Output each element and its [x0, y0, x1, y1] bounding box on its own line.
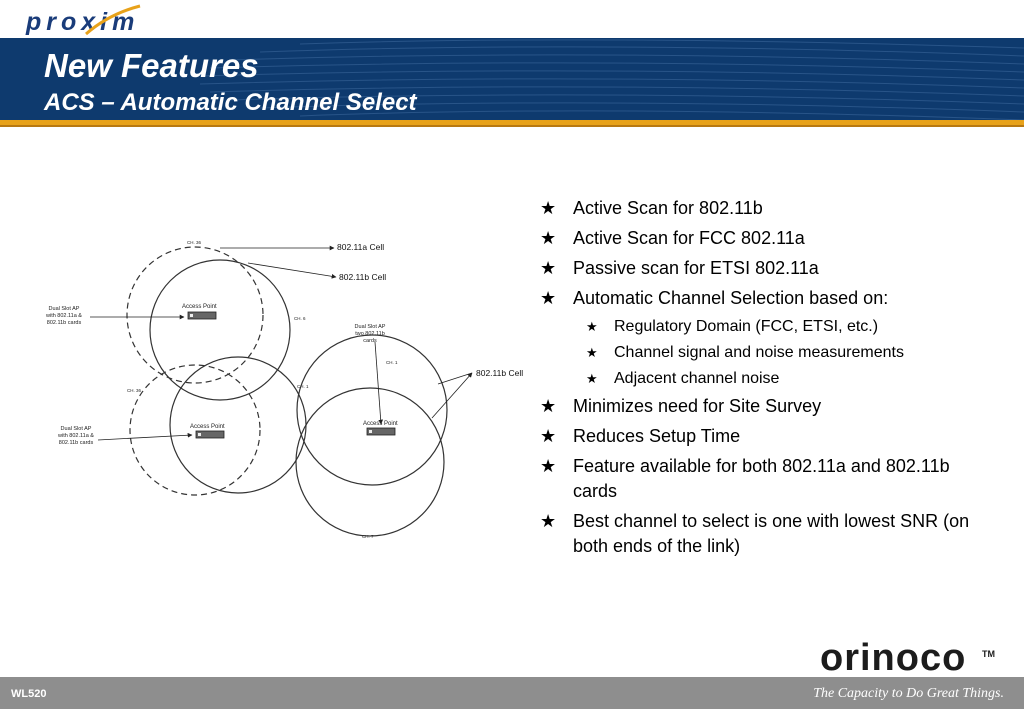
star-icon: ★ — [586, 345, 598, 360]
cell-b-right-1 — [296, 334, 448, 486]
ap-desc-2-line-1: Dual Slot AP — [355, 324, 386, 330]
channel-label-6: CH. 6 — [294, 316, 306, 321]
bullet-item: ★ Best channel to select is one with lowe… — [540, 509, 980, 559]
access-point-3 — [366, 427, 396, 436]
bullet-text: Active Scan for 802.11b — [573, 198, 763, 218]
footer-bar — [0, 677, 1024, 709]
slide-subtitle: ACS – Automatic Channel Select — [44, 89, 417, 116]
title-band — [0, 38, 1024, 120]
ap-label-2: Access Point — [190, 424, 225, 430]
star-icon: ★ — [540, 426, 557, 446]
bullet-item: ★ Reduces Setup Time — [540, 424, 980, 449]
channel-label-1-mid: CH. 1 — [297, 384, 309, 389]
bullet-text: Regulatory Domain (FCC, ETSI, etc.) — [614, 318, 879, 335]
channel-label-36-top: CH. 36 — [187, 240, 202, 245]
channel-label-7: CH. 7 — [362, 534, 374, 539]
cell-label-a: 802.11a Cell — [337, 242, 384, 252]
star-icon: ★ — [540, 228, 557, 248]
ap-label-3: Access Point — [363, 421, 398, 427]
channel-label-36-left: CH. 36 — [127, 388, 142, 393]
orinoco-logo: orinoco — [820, 637, 967, 679]
bullet-item: ★ Passive scan for ETSI 802.11a — [540, 256, 980, 281]
star-icon: ★ — [540, 288, 557, 308]
channel-diagram: 802.11a Cell 802.11b Cell 802.11b Cell A… — [45, 240, 523, 539]
ap-label-1: Access Point — [182, 304, 217, 310]
bullet-text: Reduces Setup Time — [573, 426, 741, 446]
bullet-item: ★ Automatic Channel Selection based on: — [540, 286, 980, 311]
slide-title: New Features — [44, 47, 259, 84]
logo-bar: proxim — [0, 0, 1024, 38]
ap-desc-2-line-3: cards — [363, 338, 377, 344]
channel-label-1-right: CH. 1 — [386, 360, 398, 365]
ap-desc-1-line-3: 802.11b cards — [47, 320, 82, 326]
ap-desc-3-line-3: 802.11b cards — [59, 440, 94, 446]
header-accent-rule-shadow — [0, 125, 1024, 127]
cell-label-b-right: 802.11b Cell — [476, 368, 523, 378]
ap-desc-1-line-1: Dual Slot AP — [49, 306, 80, 312]
bullet-text: Passive scan for ETSI 802.11a — [573, 258, 819, 278]
cell-b-right-2 — [295, 387, 445, 537]
bullet-text: Channel signal and noise measurements — [614, 344, 904, 361]
header-accent-rule — [0, 120, 1024, 125]
proxim-swoosh-icon — [85, 4, 141, 36]
cell-label-b-top: 802.11b Cell — [339, 272, 386, 282]
feature-list: ★ Active Scan for 802.11b ★ Active Scan for… — [540, 196, 980, 564]
star-icon: ★ — [540, 198, 557, 218]
star-icon: ★ — [540, 258, 557, 278]
ap-desc-2-line-2: two 802.11b — [355, 331, 385, 337]
bullet-text: Automatic Channel Selection based on: — [573, 288, 889, 308]
trademark-mark: TM — [982, 649, 995, 659]
access-point-2 — [195, 430, 225, 439]
bullet-item: ★ Minimizes need for Site Survey — [540, 394, 980, 419]
star-icon: ★ — [586, 371, 598, 386]
bullet-text: Feature available for both 802.11a and 8… — [573, 456, 950, 501]
wave-pattern — [199, 39, 1024, 120]
bullet-item: ★ Feature available for both 802.11a and … — [540, 454, 980, 504]
bullet-text: Minimizes need for Site Survey — [573, 396, 822, 416]
bullet-text: Adjacent channel noise — [614, 370, 780, 387]
bullet-item: ★ Regulatory Domain (FCC, ETSI, etc.) — [540, 316, 980, 338]
bullet-item: ★ Active Scan for FCC 802.11a — [540, 226, 980, 251]
ap-desc-3-line-2: with 802.11a & — [57, 433, 94, 439]
ap-desc-1-line-2: with 802.11a & — [45, 313, 82, 319]
star-icon: ★ — [540, 511, 557, 531]
star-icon: ★ — [540, 456, 557, 476]
bullet-item: ★ Adjacent channel noise — [540, 368, 980, 390]
cell-a-bottom — [129, 364, 261, 496]
ap-desc-3-line-1: Dual Slot AP — [61, 426, 92, 432]
star-icon: ★ — [540, 396, 557, 416]
bullet-item: ★ Active Scan for 802.11b — [540, 196, 980, 221]
access-point-1 — [187, 311, 217, 320]
bullet-item: ★ Channel signal and noise measurements — [540, 342, 980, 364]
cell-a-top — [126, 246, 264, 384]
slide-code: WL520 — [11, 688, 47, 700]
bullet-text: Active Scan for FCC 802.11a — [573, 228, 805, 248]
cell-b-top — [149, 259, 291, 401]
tagline: The Capacity to Do Great Things. — [813, 686, 1004, 701]
proxim-logo: proxim — [26, 8, 140, 36]
bullet-text: Best channel to select is one with lowes… — [573, 511, 970, 556]
star-icon: ★ — [586, 319, 598, 334]
